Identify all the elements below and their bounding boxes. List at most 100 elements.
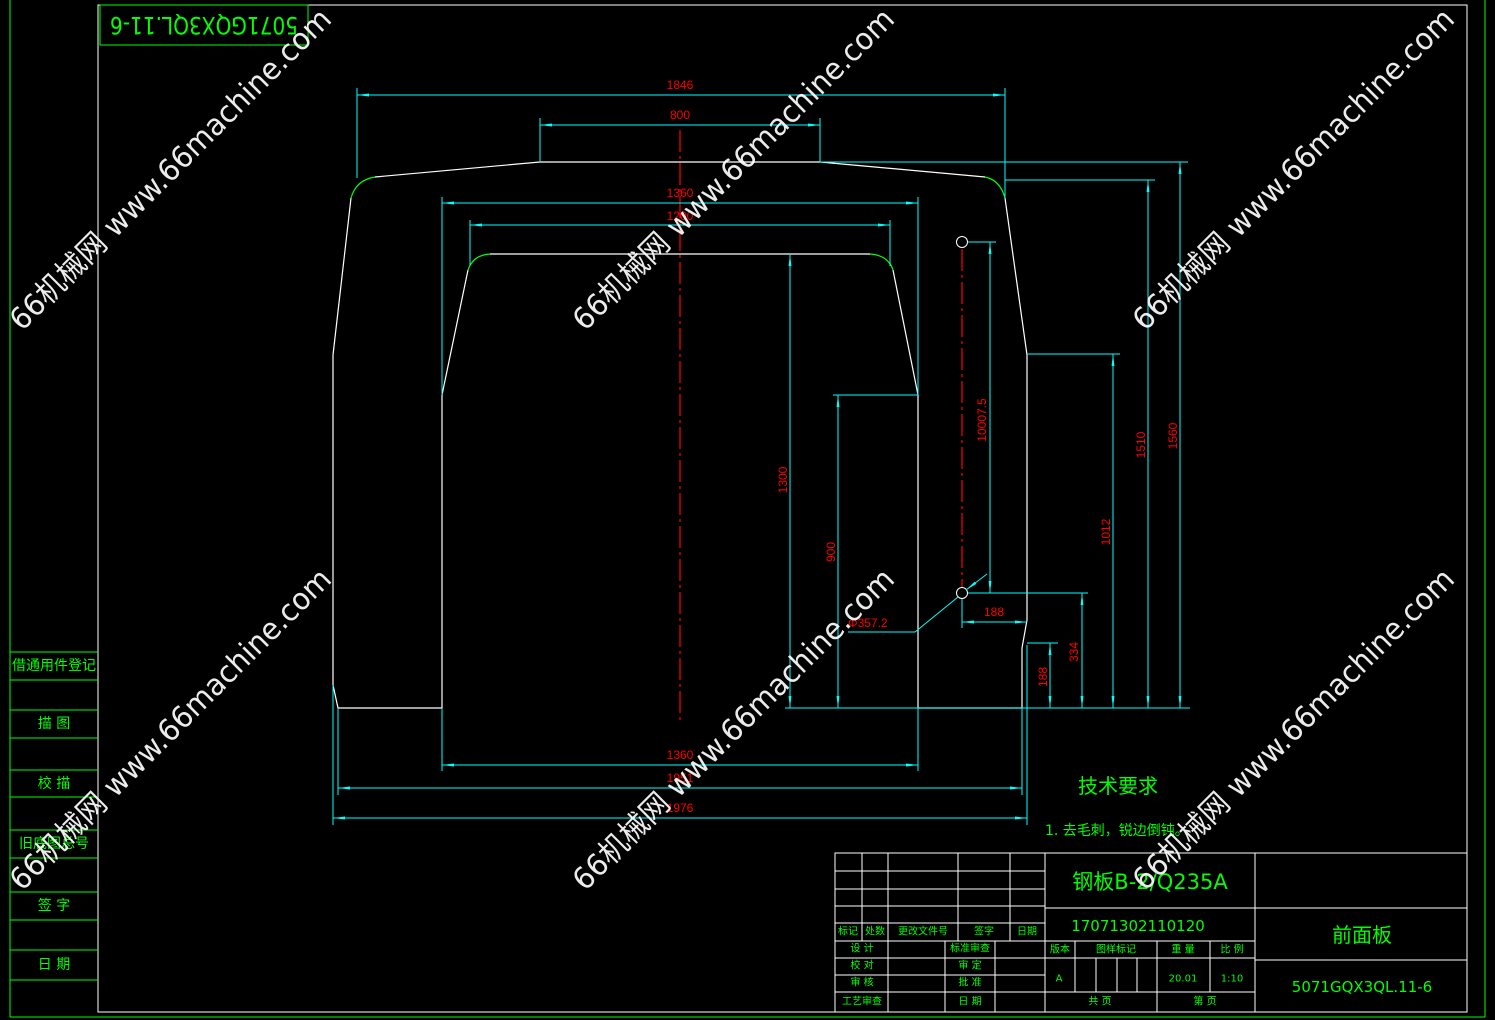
tb-role-standard-review: 标准审查 [950,942,990,955]
tb-part-name: 前面板 [1332,923,1392,947]
dimension-hole-offset-x: 188 [961,599,1027,628]
dimension-text-opening-width-bottom: 1360 [667,748,694,762]
fillet-opening-right [869,253,894,271]
tb-role-review: 审 核 [850,976,873,989]
tb-material: 钢板B-2/Q235A [1072,870,1228,894]
dimension-text-top-flat-width: 800 [670,108,690,122]
tb-scale-value: 1:10 [1221,974,1243,985]
opening-right-slant [892,269,919,396]
dimension-top-flat-width: 800 [539,108,821,162]
dimension-text-base-width-outer: 1976 [667,801,694,815]
tb-sheet-number: 第 页 [1193,995,1216,1008]
dimension-hole-spacing: 10007.5 [968,241,1088,594]
side-table-label-borrowed-parts: 借通用件登记 [12,658,96,674]
outline-top-right-slope [819,161,986,178]
tb-weight-value: 20.01 [1169,974,1198,985]
dimension-text-base-width-inner: 1951 [667,771,694,785]
dimension-text-step-height: 188 [1036,667,1050,687]
outline-right-step-slant [1021,619,1028,649]
tb-role-process-review: 工艺审查 [842,995,882,1008]
leader-arrow [965,573,988,591]
outline-top-left-slope [374,161,541,178]
dimension-text-opening-inner-width: 1200 [667,209,694,223]
dimension-step-height: 188 [1027,642,1058,708]
technical-requirements-heading: 技术要求 [1078,774,1158,798]
technical-requirements: 技术要求 1. 去毛刺，锐边倒钝。 [1045,774,1189,839]
dimension-opening-side-height: 900 [824,394,918,708]
dimension-text-opening-height: 1300 [776,466,790,493]
reversed-drawing-number-box: 5071GQX3QL.11-6 [99,4,309,46]
watermark-layer: 66机械网 www.66machine.com 66机械网 www.66mach… [3,2,1462,898]
tb-role-proofread: 校 对 [850,959,873,972]
outline-left-foot-slant [332,684,339,709]
side-table-label-date: 日 期 [38,957,70,973]
dimension-hole-diameter: Φ357.2 [848,573,988,633]
sheet-border [9,0,1486,1018]
tb-header-version: 版本 [1050,943,1070,956]
dimension-text-hole-offset-x: 188 [984,605,1004,619]
fillet-top-left [350,176,376,199]
dimension-text-overall-top-width: 1846 [667,78,694,92]
dimension-side-height: 1012 [1027,353,1120,708]
watermark-text: 66机械网 www.66machine.com [3,2,339,338]
reversed-drawing-number: 5071GQX3QL.11-6 [110,11,298,39]
side-table-label-tracing: 描 图 [38,716,70,732]
tb-drawing-number: 5071GQX3QL.11-6 [1292,978,1432,996]
title-block-frame [834,852,1468,1013]
reversed-number-frame [99,4,309,46]
dimension-text-total-height: 1560 [1166,422,1180,449]
tb-header-weight: 重 量 [1171,943,1194,956]
dimension-opening-width-bottom: 1360 [441,708,919,771]
dimension-total-height: 1560 [820,161,1188,708]
watermark-text: 66机械网 www.66machine.com [566,562,902,898]
side-table-label-old-drawing-number: 旧底图总号 [19,836,89,852]
tb-version-value: A [1056,974,1063,985]
dimension-text-hole-spacing: 10007.5 [975,398,989,442]
dimension-opening-height: 1300 [776,254,792,708]
dimension-overall-top-width: 1846 [356,78,1006,198]
tb-part-code: 17071302110120 [1071,917,1205,935]
opening-left-slant [441,269,469,396]
outline-left-upper-slant [332,197,352,356]
dimension-base-width-outer: 1976 [332,645,1028,825]
leader-line [848,596,959,633]
tb-sheets-total: 共 页 [1088,996,1111,1008]
dimension-base-width-inner: 1951 [337,708,1023,795]
dimension-opening-width-top: 1360 [441,186,919,395]
dimension-text-hole-offset-y: 334 [1067,642,1081,662]
tb-header-count: 处数 [865,925,885,938]
tb-header-mark: 标记 [838,926,858,938]
watermark-text: 66机械网 www.66machine.com [1126,2,1462,338]
outline-right-upper-slant [1004,197,1028,356]
dimension-hole-offset-y: 334 [1067,593,1084,708]
tb-role-approve: 审 定 [958,959,981,972]
tb-role-date: 日 期 [958,996,981,1008]
dimension-text-opening-side-height: 900 [824,542,838,562]
watermark-text: 66机械网 www.66machine.com [1126,562,1462,898]
fillet-opening-left [467,253,491,271]
side-table-label-signature: 签 字 [38,897,70,914]
dimension-opening-inner-width: 1200 [469,209,891,266]
dimension-text-shoulder-height: 1510 [1134,431,1148,458]
technical-requirement-item: 1. 去毛刺，锐边倒钝。 [1045,823,1189,839]
tb-header-signature: 签字 [974,925,994,938]
tb-header-date: 日期 [1017,926,1037,938]
dimension-text-hole-diameter: Φ357.2 [848,616,888,630]
lower-hole-circle [956,587,968,599]
dimension-shoulder-height: 1510 [1005,179,1155,708]
drawing-frame [97,4,1468,1013]
tb-header-scale: 比 例 [1220,943,1243,956]
title-block: 标记 处数 更改文件号 签字 日期 设 计 校 对 审 核 工艺审查 标准审查 … [834,852,1468,1013]
center-lines [679,130,968,720]
tb-role-design: 设 计 [850,942,873,955]
tb-role-authorize: 批 准 [958,976,981,989]
tb-header-drawing-mark: 图样标记 [1096,943,1136,956]
fillet-top-right [984,176,1006,199]
tb-header-change-doc: 更改文件号 [898,925,948,938]
upper-hole-circle [956,236,968,248]
side-table-label-trace-check: 校 描 [38,775,70,792]
watermark-text: 66机械网 www.66machine.com [566,2,902,338]
dimension-text-side-height: 1012 [1099,518,1113,545]
dimension-text-opening-width-top: 1360 [667,186,694,200]
